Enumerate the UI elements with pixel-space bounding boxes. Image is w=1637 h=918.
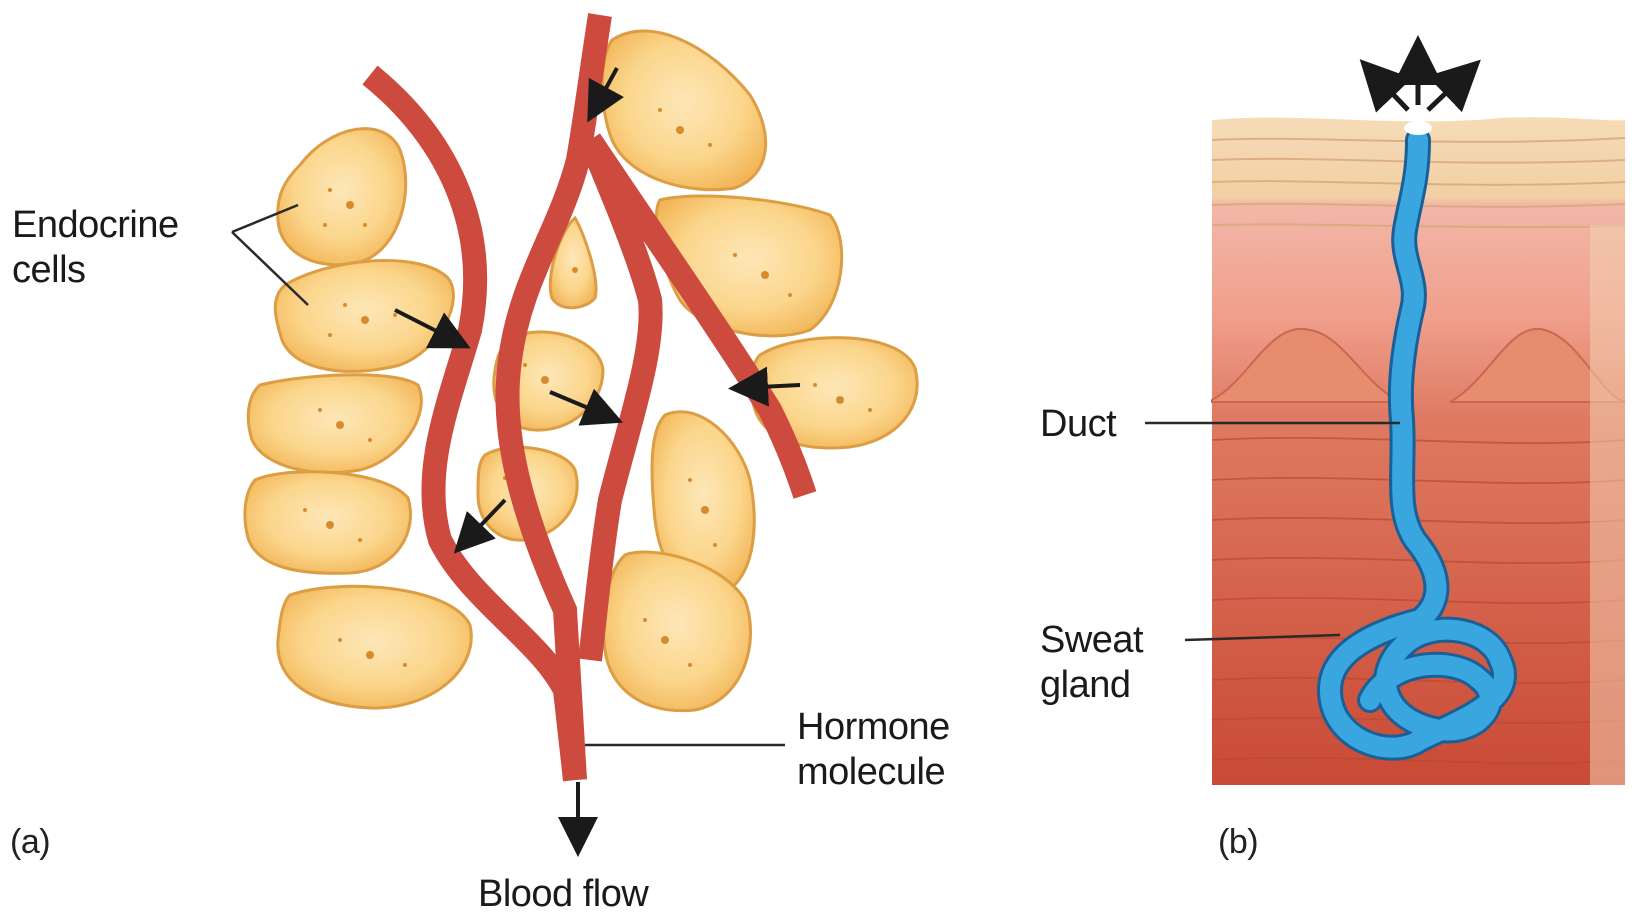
endocrine-cells-label-line2: cells xyxy=(12,248,86,292)
pore xyxy=(1404,121,1432,135)
endocrine-cells-label-line1: Endocrine xyxy=(12,203,179,247)
endocrine-cell xyxy=(278,129,406,265)
endocrine-cell xyxy=(602,31,765,190)
hormone-molecule-label-line1: Hormone xyxy=(797,705,950,749)
secretion-arrow xyxy=(1370,70,1408,110)
panel-b xyxy=(1145,50,1625,785)
panel-b-letter: (b) xyxy=(1218,820,1258,864)
endocrine-cell xyxy=(275,260,453,371)
duct-label: Duct xyxy=(1040,402,1116,446)
endocrine-cell xyxy=(278,586,471,708)
secretion-arrow xyxy=(1428,70,1470,110)
secretion-arrows xyxy=(1370,50,1470,110)
hormone-molecule-label-line2: molecule xyxy=(797,750,945,794)
sweat-gland-label-line2: gland xyxy=(1040,663,1130,707)
sweat-gland-label-line1: Sweat xyxy=(1040,618,1143,662)
blood-flow-label: Blood flow xyxy=(478,872,648,916)
panel-a-letter: (a) xyxy=(10,820,50,864)
skin-edge xyxy=(1590,225,1625,785)
endocrine-cell xyxy=(248,375,421,473)
